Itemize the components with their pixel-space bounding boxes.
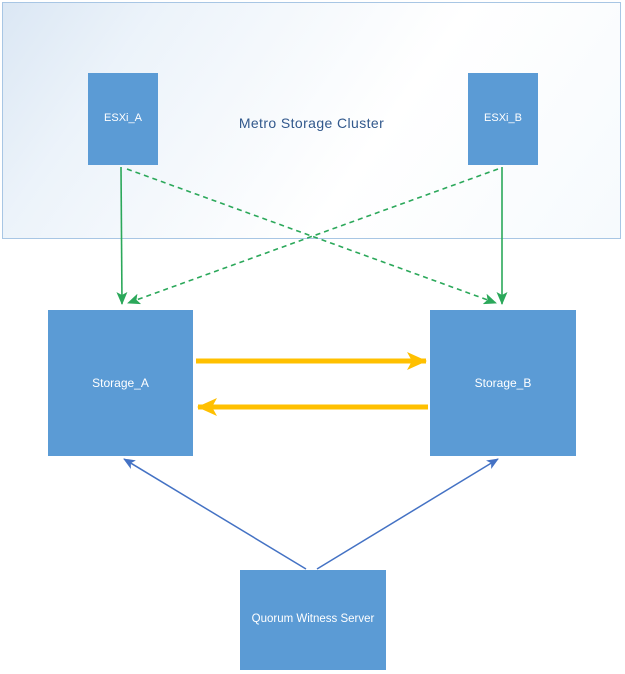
node-quorum-witness-server: Quorum Witness Server: [240, 570, 386, 670]
arrow-quorum-to-storagea: [123, 458, 307, 570]
node-storage-b-label: Storage_B: [474, 375, 532, 390]
arrow-quorum-to-storageb: [316, 458, 499, 570]
node-quorum-label: Quorum Witness Server: [251, 613, 375, 626]
node-esxi-b-label: ESXi_B: [484, 112, 522, 125]
node-storage-b: Storage_B: [430, 310, 576, 456]
node-storage-a: Storage_A: [48, 310, 193, 456]
node-storage-a-label: Storage_A: [92, 375, 149, 390]
cluster-title: Metro Storage Cluster: [238, 115, 385, 131]
node-esxi-b: ESXi_B: [468, 73, 538, 165]
node-esxi-a: ESXi_A: [88, 73, 158, 165]
node-esxi-a-label: ESXi_A: [104, 112, 142, 125]
